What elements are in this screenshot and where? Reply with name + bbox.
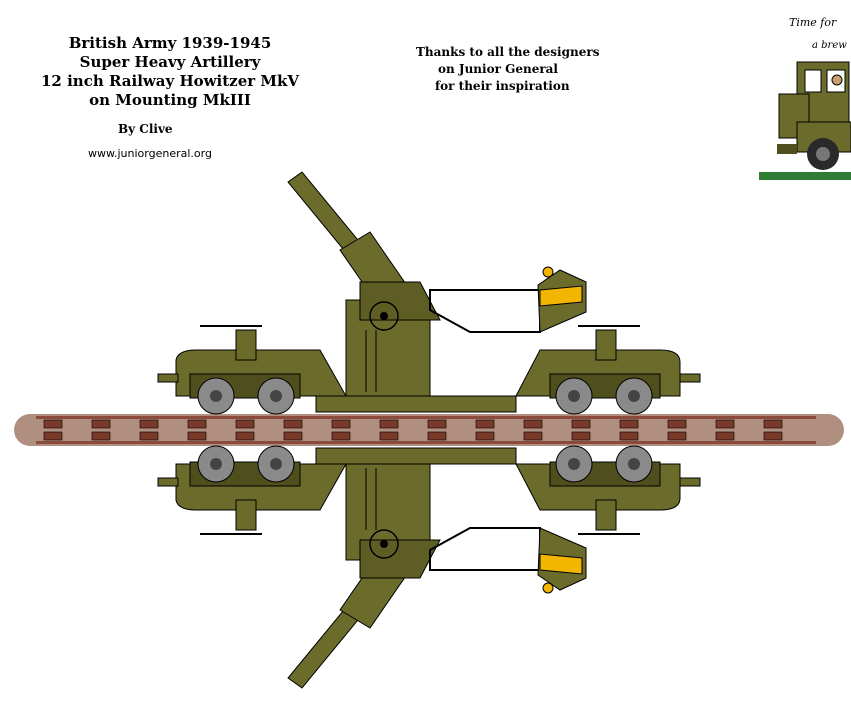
thanks-line-1: Thanks to all the designers <box>416 45 600 59</box>
howitzer-bottom-view <box>157 445 701 689</box>
logo-text-1: Time for <box>789 16 837 29</box>
title-line-3: 12 inch Railway Howitzer MkV <box>41 72 299 90</box>
title-block: British Army 1939-1945 Super Heavy Artil… <box>20 34 320 110</box>
thanks-line-2: on Junior General <box>438 62 558 76</box>
thanks-note: Thanks to all the designers on Junior Ge… <box>400 44 620 95</box>
rail-bottom <box>36 441 816 444</box>
howitzer-top-view <box>157 171 701 415</box>
sleepers <box>43 419 783 441</box>
thanks-line-3: for their inspiration <box>435 79 570 93</box>
rail-top <box>36 416 816 419</box>
title-line-2: Super Heavy Artillery <box>79 53 261 71</box>
title-line-4: on Mounting MkIII <box>89 91 251 109</box>
logo-text-2: a brew <box>812 40 847 51</box>
brew-truck-logo <box>759 61 851 180</box>
title-line-1: British Army 1939-1945 <box>68 34 272 52</box>
author-credit: By Clive <box>118 122 173 136</box>
website-link[interactable]: www.juniorgeneral.org <box>88 147 212 160</box>
